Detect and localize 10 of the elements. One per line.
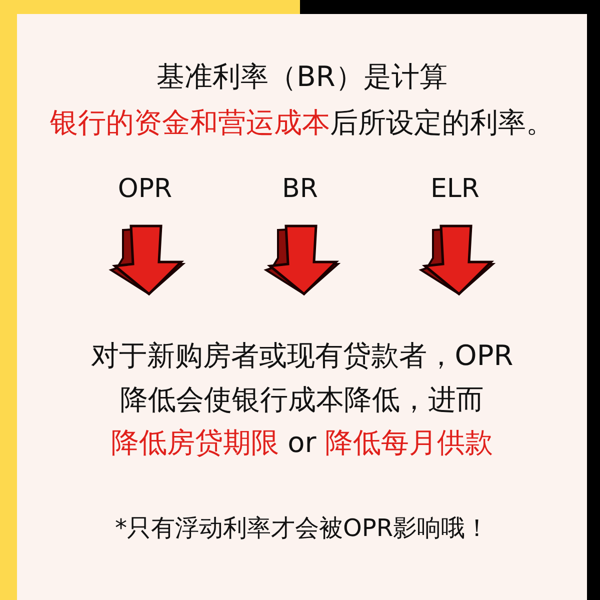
- rate-label: ELR: [430, 174, 480, 204]
- rate-label: OPR: [116, 174, 174, 204]
- heading-text: 基准利率（BR）是计算: [156, 60, 448, 93]
- highlight-text: 降低每月供款: [325, 426, 494, 459]
- highlight-text: 降低房贷期限: [110, 426, 279, 459]
- heading-text: 后所设定的利率。: [330, 106, 554, 139]
- connector-word: or: [288, 426, 316, 459]
- highlight-text: 银行的资金和营运成本: [50, 106, 330, 139]
- footnote-text: *只有浮动利率才会被OPR影响哦！: [114, 514, 490, 542]
- rate-label: BR: [281, 174, 319, 204]
